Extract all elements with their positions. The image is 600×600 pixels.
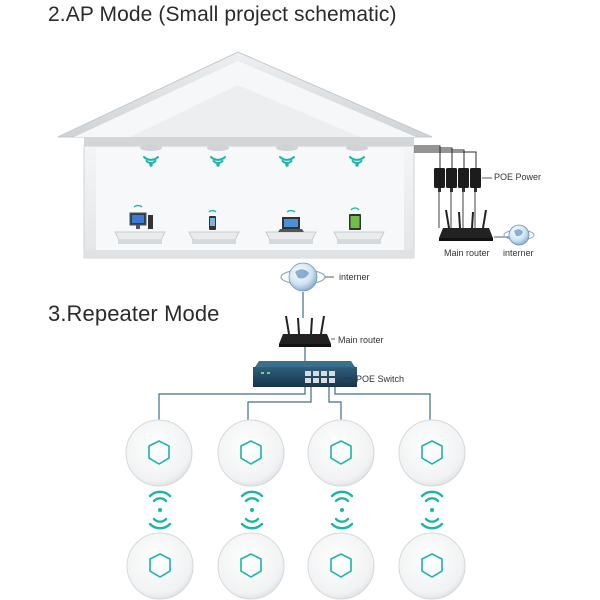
wifi-signal-icon — [279, 156, 295, 164]
wifi-signal-icon — [286, 209, 296, 213]
tablet-icon — [349, 207, 361, 230]
poe-switch-label: POE Switch — [356, 374, 405, 384]
globe-icon — [503, 224, 535, 246]
ap-mode-heading: 2.AP Mode (Small project schematic) — [48, 3, 397, 26]
ap-disc-icon — [398, 419, 466, 487]
router-icon — [279, 315, 331, 347]
poe-injector-group — [434, 168, 492, 192]
wifi-signal-icon — [240, 490, 264, 530]
router-icon — [439, 209, 493, 241]
house — [57, 51, 433, 259]
repeater-mode-heading: 3.Repeater Mode — [48, 301, 220, 326]
wifi-signal-icon — [208, 209, 217, 213]
poe-injector-icon — [458, 168, 469, 192]
poe-injector-icon — [470, 168, 481, 192]
ap-row-top — [125, 419, 466, 487]
desk-row — [114, 204, 385, 244]
ceiling-ap-icon — [140, 145, 162, 167]
desk — [265, 231, 317, 244]
ap-disc-icon — [398, 532, 466, 600]
ap-disc-icon — [217, 532, 285, 600]
ceiling-ap-icon — [207, 145, 229, 167]
ap-disc-icon — [126, 532, 194, 600]
switch-icon — [253, 361, 357, 387]
ap-disc-icon — [125, 419, 193, 487]
computer-icon — [129, 204, 153, 229]
ceiling-ap-row — [140, 145, 368, 167]
wifi-signal-icon — [349, 156, 365, 164]
poe-injector-icon — [446, 168, 457, 192]
wifi-signal-icon — [143, 156, 159, 164]
wifi-signal-icon — [330, 490, 354, 530]
ap-disc-icon — [307, 419, 375, 487]
wifi-signal-icon — [420, 490, 444, 530]
poe-power-cables — [414, 145, 477, 168]
ap-disc-icon — [217, 419, 285, 487]
ceiling-ap-icon — [276, 145, 298, 167]
ap-row-bottom — [126, 532, 466, 600]
wifi-signal-icon — [148, 490, 172, 530]
wifi-links — [148, 490, 444, 530]
desk — [188, 231, 240, 244]
desk — [333, 231, 385, 244]
poe-injector-icon — [434, 168, 445, 192]
main-router-label-repeater: Main router — [338, 335, 384, 345]
ceiling-ap-icon — [346, 145, 368, 167]
ap-cables — [158, 387, 431, 428]
globe-icon — [280, 262, 326, 292]
internet-label-repeater: interner — [339, 272, 370, 282]
internet-label: interner — [503, 248, 534, 258]
poe-power-label: POE Power — [494, 172, 542, 182]
phone-icon — [208, 209, 217, 230]
main-router-label: Main router — [444, 248, 490, 258]
wifi-signal-icon — [133, 204, 143, 208]
wifi-signal-icon — [350, 207, 360, 211]
wifi-signal-icon — [210, 156, 226, 164]
laptop-icon — [278, 209, 304, 232]
ap-disc-icon — [307, 532, 375, 600]
desk — [114, 231, 166, 244]
